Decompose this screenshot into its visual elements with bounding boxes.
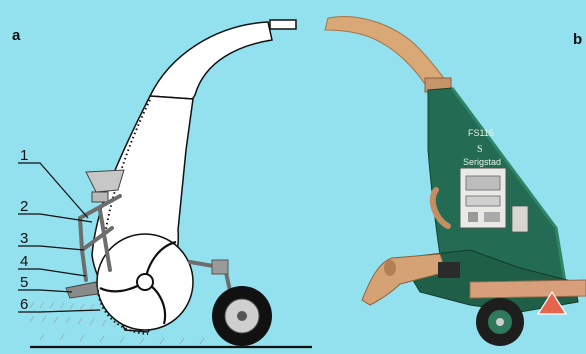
rotor-hub: [137, 274, 153, 290]
callout-3: 3: [20, 230, 28, 247]
panel-b-label: b: [573, 31, 582, 48]
photo-wheel: [476, 298, 524, 346]
brand-maker: Serigstad: [463, 157, 501, 167]
panel-a-label: a: [12, 27, 21, 44]
callout-2: 2: [20, 198, 28, 215]
callout-6: 6: [20, 296, 28, 313]
brand-logo-glyph: S: [477, 144, 483, 155]
photo-beam: [470, 280, 586, 298]
callout-4: 4: [20, 253, 28, 270]
wheel: [212, 286, 272, 346]
brand-model: FS115: [468, 128, 494, 138]
feed-hopper: [86, 170, 124, 192]
callout-5: 5: [20, 274, 28, 291]
pickup-unit: [66, 282, 98, 298]
spout-tip: [270, 20, 296, 29]
panel-b: b FS115 S Serigstad: [325, 17, 586, 346]
callout-1: 1: [20, 147, 28, 164]
panel-a: a: [12, 20, 312, 347]
